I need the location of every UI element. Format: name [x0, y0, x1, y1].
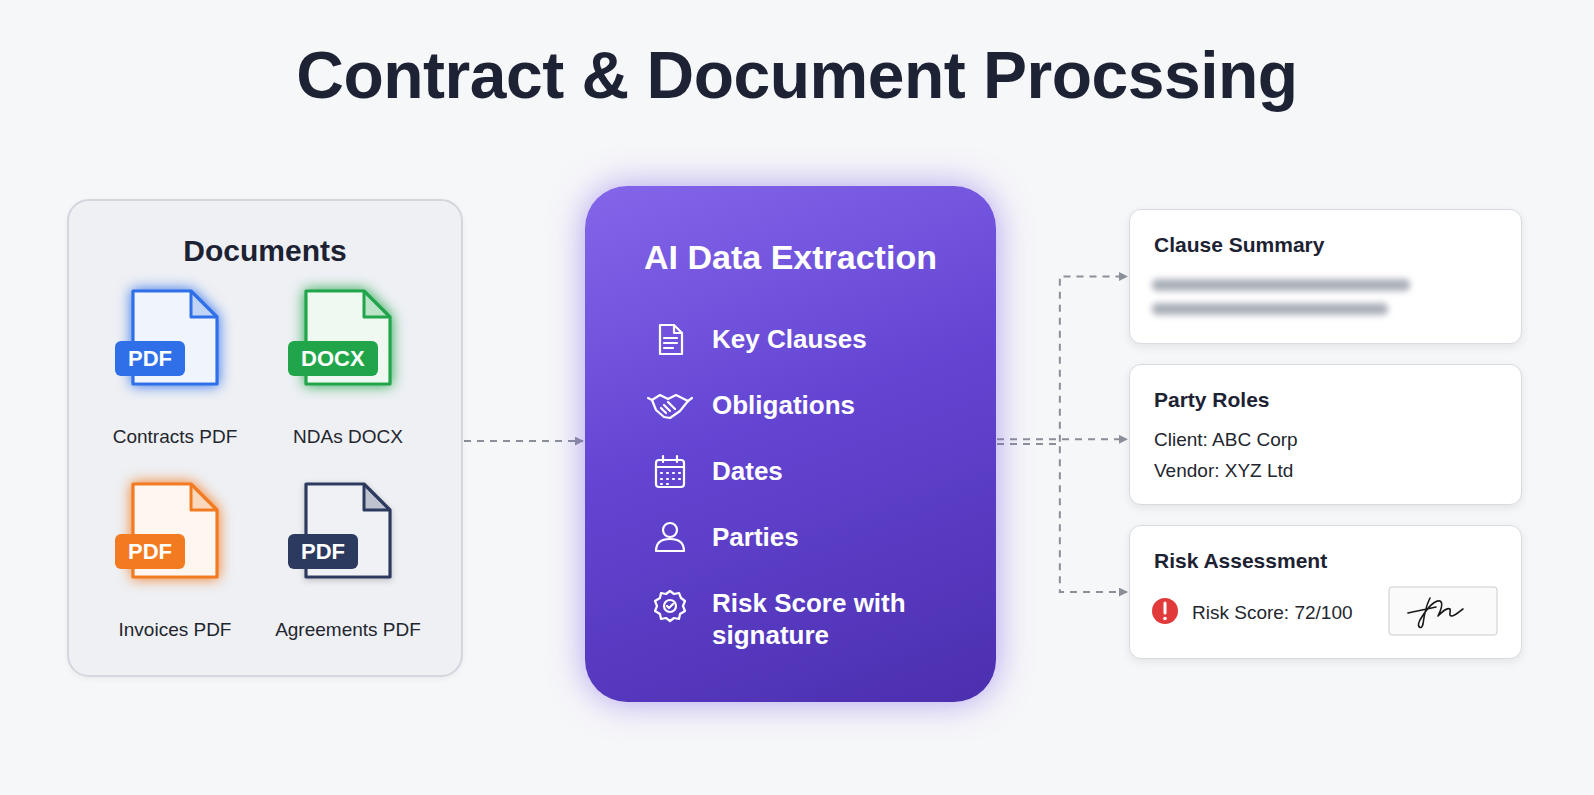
output-card: Risk AssessmentRisk Score: 72/100 — [1129, 525, 1522, 659]
dashed-connector — [997, 277, 1127, 445]
alert-icon — [1152, 598, 1178, 624]
card-heading: Risk Assessment — [1154, 548, 1497, 574]
feature-item: Obligations — [712, 389, 972, 421]
feature-item: Key Clauses — [712, 323, 972, 355]
card-heading: Party Roles — [1154, 387, 1497, 413]
dashed-connector — [464, 440, 583, 442]
box-heading: AI Data Extraction — [585, 237, 996, 277]
person-icon — [656, 523, 684, 551]
diagram-title: Contract & Document Procssing — [0, 36, 1594, 114]
file-type-badge: PDF — [115, 341, 185, 376]
signature-box — [1389, 587, 1497, 635]
file-caption: Invoices PDF — [70, 618, 280, 642]
output-card: Clause Summary — [1129, 209, 1522, 344]
panel-heading: Documents — [69, 233, 461, 269]
file-icon: PDFContracts PDF — [129, 287, 221, 449]
feature-item: Risk Score with signature — [712, 587, 972, 651]
file-caption: NDAs DOCX — [243, 425, 453, 449]
output-card: Party RolesClient: ABC CorpVendor: XYZ L… — [1129, 364, 1522, 505]
feature-item: Parties — [712, 521, 972, 553]
file-icon: PDFInvoices PDF — [129, 480, 221, 642]
file-type-badge: PDF — [115, 534, 185, 569]
card-text: Client: ABC Corp — [1154, 425, 1497, 455]
card-text: Vendor: XYZ Ltd — [1154, 456, 1497, 486]
badge-icon — [655, 591, 685, 621]
dashed-connector — [997, 444, 1127, 592]
handshake-icon — [648, 395, 692, 418]
file-icon: DOCXNDAs DOCX — [302, 287, 394, 449]
file-caption: Agreements PDF — [243, 618, 453, 642]
feature-item: Dates — [712, 455, 972, 487]
file-icon: PDFAgreements PDF — [302, 480, 394, 642]
calendar-icon — [656, 456, 684, 487]
blurred-summary-text — [1152, 279, 1410, 315]
card-text: Risk Score: 72/100 — [1192, 598, 1497, 628]
file-caption: Contracts PDF — [70, 425, 280, 449]
card-heading: Clause Summary — [1154, 232, 1497, 258]
file-type-badge: PDF — [288, 534, 358, 569]
document-icon — [660, 325, 682, 354]
file-type-badge: DOCX — [288, 341, 378, 376]
dashed-connector — [997, 438, 1127, 440]
extraction-box: AI Data ExtractionKey ClausesObligations… — [585, 186, 996, 702]
documents-panel: PDFContracts PDFDOCXNDAs DOCXPDFInvoices… — [67, 199, 463, 677]
